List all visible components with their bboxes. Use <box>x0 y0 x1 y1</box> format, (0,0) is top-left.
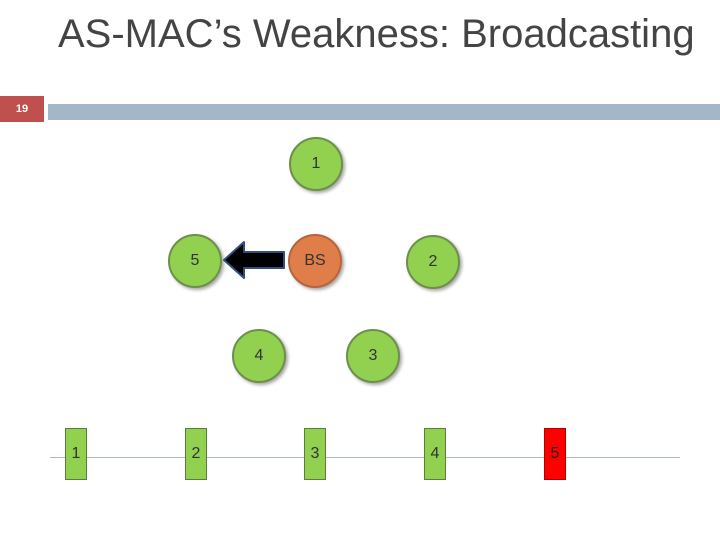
broadcast-arrow <box>223 241 285 279</box>
node-5: 5 <box>168 234 222 288</box>
slide-number: 19 <box>0 96 44 122</box>
node-1: 1 <box>289 137 343 191</box>
node-2: 2 <box>406 235 460 289</box>
timeline-slot-3: 3 <box>304 428 326 480</box>
base-station-node: BS <box>288 234 342 288</box>
title-rule <box>48 104 720 120</box>
slide-title: AS-MAC’s Weakness: Broadcasting <box>58 12 695 56</box>
node-4: 4 <box>232 329 286 383</box>
timeline-slot-5: 5 <box>544 428 566 480</box>
timeline-slot-4: 4 <box>424 428 446 480</box>
timeline-slot-2: 2 <box>185 428 207 480</box>
timeline-slot-1: 1 <box>65 428 87 480</box>
node-3: 3 <box>346 329 400 383</box>
timeline-axis <box>50 457 680 458</box>
